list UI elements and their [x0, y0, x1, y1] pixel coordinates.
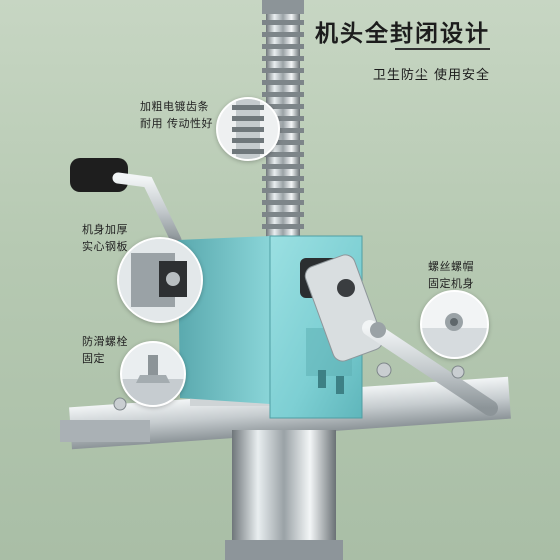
callout-bolt-line2: 固定: [82, 352, 105, 365]
gear-rack: [262, 0, 304, 250]
page-title: 机头全封闭设计: [315, 21, 490, 47]
callout-rack-line1: 加粗电镀齿条: [140, 100, 209, 113]
zoom-bolt-detail: [120, 341, 186, 407]
steel-plate-icon: [119, 239, 201, 321]
callout-bolt-line1: 防滑螺栓: [82, 335, 128, 348]
screw-cap-icon: [422, 313, 487, 357]
bolt-icon: [122, 355, 184, 405]
callout-cap: 螺丝螺帽 固定机身: [428, 258, 474, 292]
callout-bolt: 防滑螺栓 固定: [82, 333, 128, 367]
rack-teeth-icon: [232, 99, 264, 159]
title-underline: [395, 48, 490, 50]
callout-rack-line2: 耐用 传动性好: [140, 117, 213, 130]
page-subtitle: 卫生防尘 使用安全: [372, 68, 490, 83]
column: [225, 430, 343, 560]
lever-arm: [304, 254, 498, 416]
callout-rack: 加粗电镀齿条 耐用 传动性好: [140, 98, 213, 132]
zoom-cap-detail: [420, 290, 489, 359]
callout-body-line1: 机身加厚: [82, 223, 128, 236]
zoom-rack-detail: [216, 97, 280, 161]
crank-handle: [70, 158, 182, 246]
callout-cap-line1: 螺丝螺帽: [428, 260, 474, 273]
callout-body-line2: 实心钢板: [82, 240, 128, 253]
callout-body: 机身加厚 实心钢板: [82, 221, 128, 255]
zoom-body-detail: [117, 237, 203, 323]
callout-cap-line2: 固定机身: [428, 277, 474, 290]
